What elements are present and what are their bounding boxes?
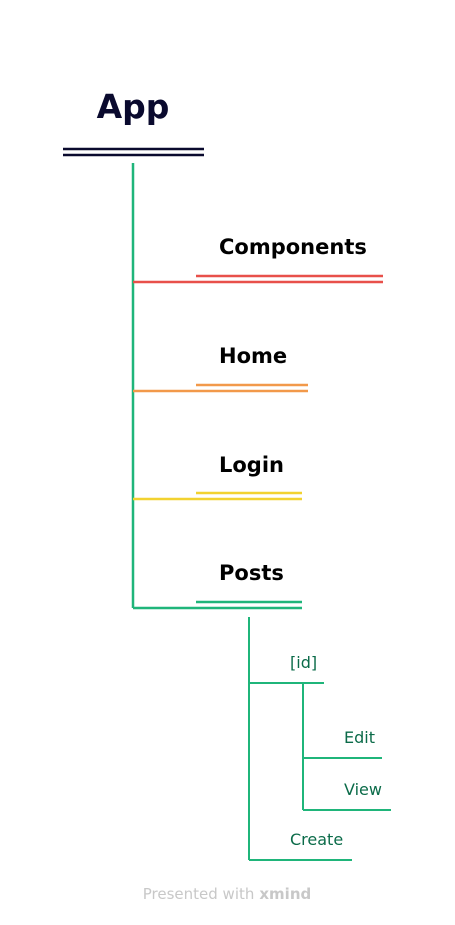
root-topic-label: App xyxy=(97,87,170,126)
presented-with-text: Presented with xyxy=(143,885,255,903)
topic-edit[interactable]: Edit xyxy=(303,728,382,759)
xmind-logo: xmind xyxy=(259,885,311,903)
view-label: View xyxy=(344,780,382,799)
root-topic[interactable]: App xyxy=(63,87,204,157)
id-label: [id] xyxy=(290,653,317,672)
topic-components[interactable]: Components xyxy=(133,235,383,284)
topic-login[interactable]: Login xyxy=(133,453,302,501)
edit-label: Edit xyxy=(344,728,375,747)
topic-id[interactable]: [id] xyxy=(249,653,324,684)
login-label: Login xyxy=(219,453,284,477)
create-label: Create xyxy=(290,830,343,849)
topic-posts[interactable]: Posts xyxy=(133,561,302,610)
posts-label: Posts xyxy=(219,561,284,585)
topic-create[interactable]: Create xyxy=(249,830,352,861)
home-label: Home xyxy=(219,344,287,368)
topic-home[interactable]: Home xyxy=(133,344,308,393)
components-label: Components xyxy=(219,235,367,259)
topic-view[interactable]: View xyxy=(303,780,391,811)
